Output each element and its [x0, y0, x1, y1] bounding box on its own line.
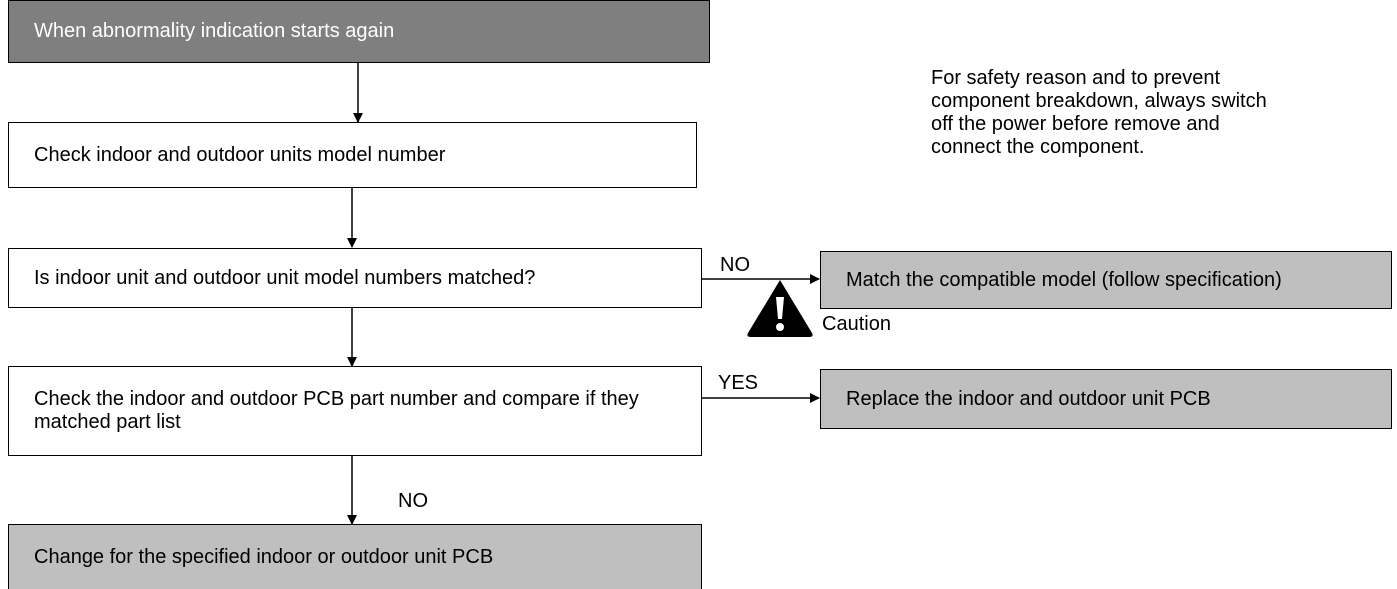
match-model-text: Match the compatible model (follow speci…: [846, 268, 1282, 291]
caution-label: Caution: [822, 313, 891, 335]
check-model-box: Check indoor and outdoor units model num…: [8, 122, 697, 188]
caution-text-line: For safety reason and to prevent: [931, 67, 1221, 89]
model-match-question-box: Is indoor unit and outdoor unit model nu…: [8, 248, 702, 308]
caution-text-line: off the power before remove and: [931, 113, 1220, 135]
warning-triangle-icon: [747, 280, 813, 337]
match-model-box: Match the compatible model (follow speci…: [820, 251, 1392, 309]
change-pcb-box: Change for the specified indoor or outdo…: [8, 524, 702, 589]
yes-pcb-label: YES: [718, 372, 759, 394]
caution-text-line: connect the component.: [931, 136, 1145, 158]
caution-text-line: component breakdown, always switch: [931, 90, 1267, 112]
change-pcb-text: Change for the specified indoor or outdo…: [34, 545, 494, 568]
no-pcb-label: NO: [398, 490, 428, 512]
check-model-text: Check indoor and outdoor units model num…: [34, 143, 446, 166]
start-box: When abnormality indication starts again: [8, 0, 710, 63]
caution-text: For safety reason and to prevent compone…: [931, 67, 1391, 159]
start-text: When abnormality indication starts again: [34, 20, 395, 42]
check-pcb-box: Check the indoor and outdoor PCB part nu…: [8, 366, 702, 456]
check-pcb-text: Check the indoor and outdoor PCB part nu…: [34, 388, 639, 433]
no-model-label: NO: [720, 254, 750, 276]
model-match-question-text: Is indoor unit and outdoor unit model nu…: [34, 266, 536, 289]
replace-pcb-text: Replace the indoor and outdoor unit PCB: [846, 387, 1211, 410]
replace-pcb-box: Replace the indoor and outdoor unit PCB: [820, 369, 1392, 429]
